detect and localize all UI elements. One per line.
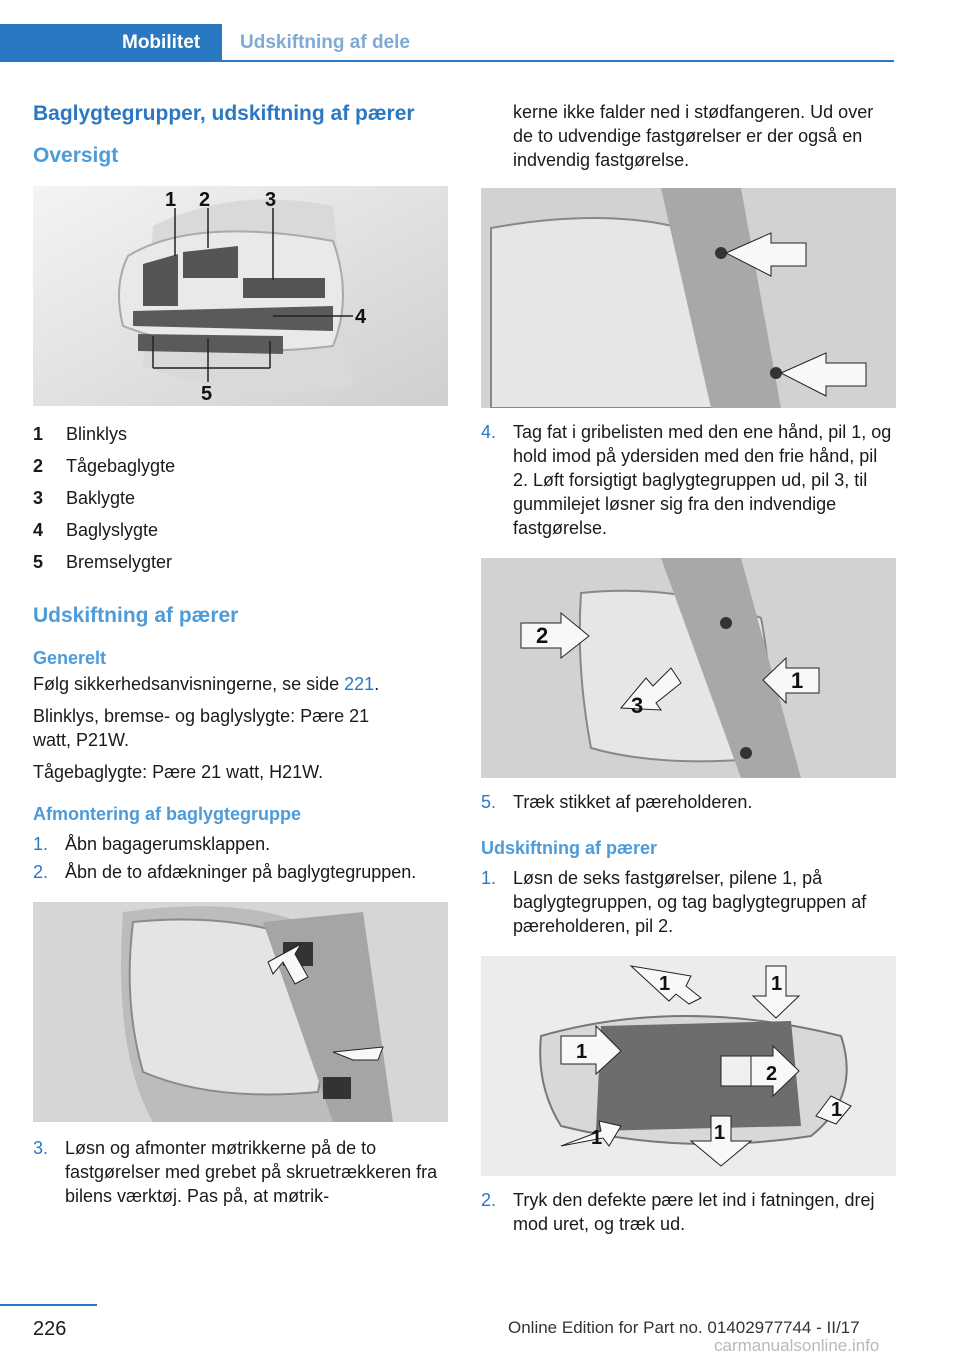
- watermark: carmanualsonline.info: [714, 1336, 880, 1355]
- fig5-label-1a: 1: [659, 973, 670, 995]
- step-num: 5.: [481, 792, 497, 812]
- step3-continuation: kerne ikke falder ned i stødfangeren. Ud…: [513, 102, 874, 170]
- legend-label: Baglyslygte: [66, 520, 159, 540]
- fig4-label-2: 2: [536, 623, 548, 648]
- steps-right-a: 4. Tag fat i gribelisten med den ene hån…: [481, 420, 896, 540]
- fig1-label-3: 3: [265, 189, 276, 211]
- subsection-oversigt: Oversigt: [33, 144, 119, 167]
- general-paragraph-1: Følg sikkerhedsanvisningerne, se side 22…: [33, 672, 448, 696]
- figure-taillight-overview: 1 2 3 4 5: [33, 186, 448, 406]
- step-num: 1.: [481, 868, 497, 888]
- step-item: 1. Løsn de seks fastgørelser, pilene 1, …: [481, 866, 896, 938]
- step-num: 2.: [33, 862, 49, 882]
- figure-covers: [33, 902, 448, 1122]
- step-text: Åbn bagagerumsklappen.: [65, 834, 271, 854]
- step-item: 2. Åbn de to afdækninger på baglygtegrup…: [33, 860, 448, 884]
- legend-item: 4 Baglyslygte: [33, 514, 448, 546]
- fig5-label-1f: 1: [714, 1122, 725, 1144]
- step-num: 3.: [33, 1138, 49, 1158]
- general-p1-text: Følg sikkerhedsanvisningerne, se side: [33, 674, 345, 694]
- figure-bulb-holder: 1 1 1 2 1 1 1: [481, 956, 896, 1176]
- steps-replace-2: 2. Tryk den defekte pære let ind i fatni…: [481, 1188, 896, 1236]
- fig4-label-1: 1: [791, 668, 803, 693]
- fig1-label-5: 5: [201, 383, 212, 405]
- fig4-label-3: 3: [631, 693, 643, 718]
- step-item: 2. Tryk den defekte pære let ind i fatni…: [481, 1188, 896, 1236]
- step-num: 2.: [481, 1190, 497, 1210]
- step-text: Tag fat i gribelisten med den ene hånd, …: [513, 422, 892, 538]
- fig1-label-1: 1: [165, 189, 176, 211]
- step-item: 5. Træk stikket af pæreholderen.: [481, 790, 896, 814]
- legend-num: 1: [33, 424, 44, 444]
- legend-label: Blinklys: [66, 424, 128, 444]
- step-text: Løsn de seks fastgørelser, pilene 1, på …: [513, 868, 867, 936]
- edition-text: Online Edition for Part no. 01402977744 …: [508, 1318, 860, 1337]
- step-item: 1. Åbn bagagerumsklappen.: [33, 832, 448, 856]
- fig1-label-2: 2: [199, 189, 210, 211]
- legend-num: 2: [33, 456, 44, 476]
- figure-fasteners: [481, 188, 896, 408]
- steps-replace: 1. Løsn de seks fastgørelser, pilene 1, …: [481, 866, 896, 938]
- heading-afmontering: Afmontering af baglygtegruppe: [33, 804, 302, 824]
- subsection-udskiftning: Udskiftning af pærer: [33, 604, 239, 627]
- step-item: 3. Løsn og afmonter møtrikkerne på de to…: [33, 1136, 448, 1208]
- fig5-label-1b: 1: [771, 973, 782, 995]
- step-text: Åbn de to afdækninger på baglygtegrup­pe…: [65, 862, 417, 882]
- legend-item: 3 Baklygte: [33, 482, 448, 514]
- fig5-label-1c: 1: [576, 1041, 587, 1063]
- general-paragraph-2: Blinklys, bremse- og baglyslygte: Pære 2…: [33, 706, 370, 750]
- right-column: kerne ikke falder ned i stødfangeren. Ud…: [481, 100, 896, 1236]
- legend-item: 5 Bremselygter: [33, 546, 448, 578]
- legend-label: Tågebaglygte: [66, 456, 176, 476]
- step-text: Tryk den defekte pære let ind i fatninge…: [513, 1190, 875, 1234]
- page-header: Mobilitet Udskiftning af dele: [0, 24, 894, 62]
- legend-num: 3: [33, 488, 44, 508]
- step-text: Træk stikket af pæreholderen.: [513, 792, 753, 812]
- fig5-label-2: 2: [766, 1063, 777, 1085]
- left-column: Baglygtegrupper, udskiftning af pærer Ov…: [33, 100, 448, 1208]
- section-title: Baglygtegrupper, udskiftning af pærer: [33, 102, 415, 125]
- legend-label: Baklygte: [66, 488, 136, 508]
- legend-item: 2 Tågebaglygte: [33, 450, 448, 482]
- steps-right-b: 5. Træk stikket af pæreholderen.: [481, 790, 896, 814]
- footer-divider: [0, 1304, 97, 1306]
- step-item: 4. Tag fat i gribelisten med den ene hån…: [481, 420, 896, 540]
- steps-afmontering: 1. Åbn bagagerumsklappen. 2. Åbn de to a…: [33, 832, 448, 884]
- legend-list: 1 Blinklys 2 Tågebaglygte 3 Baklygte 4 B…: [33, 418, 448, 578]
- legend-num: 4: [33, 520, 44, 540]
- steps-afmontering-2: 3. Løsn og afmonter møtrikkerne på de to…: [33, 1136, 448, 1208]
- heading-udskiftning-paerer: Udskiftning af pærer: [481, 838, 658, 858]
- tab-udskiftning[interactable]: Udskiftning af dele: [240, 32, 410, 53]
- step-num: 1.: [33, 834, 49, 854]
- figure-lift-out: 2 1 3: [481, 558, 896, 778]
- header-divider: [222, 60, 894, 62]
- legend-num: 5: [33, 552, 44, 572]
- fig1-label-4: 4: [355, 306, 367, 328]
- page-link-221[interactable]: 221: [344, 674, 375, 694]
- fig5-label-1e: 1: [591, 1127, 602, 1149]
- general-p1-end: .: [374, 674, 380, 694]
- step-text: Løsn og afmonter møtrikkerne på de to fa…: [65, 1138, 438, 1206]
- general-paragraph-3: Tågebaglygte: Pære 21 watt, H21W.: [33, 762, 324, 782]
- step-num: 4.: [481, 422, 497, 442]
- tab-mobilitet[interactable]: Mobilitet: [0, 24, 222, 62]
- page-number: 226: [33, 1318, 67, 1340]
- legend-item: 1 Blinklys: [33, 418, 448, 450]
- fig5-label-1d: 1: [831, 1099, 842, 1121]
- legend-label: Bremselygter: [66, 552, 173, 572]
- heading-generelt: Generelt: [33, 648, 107, 668]
